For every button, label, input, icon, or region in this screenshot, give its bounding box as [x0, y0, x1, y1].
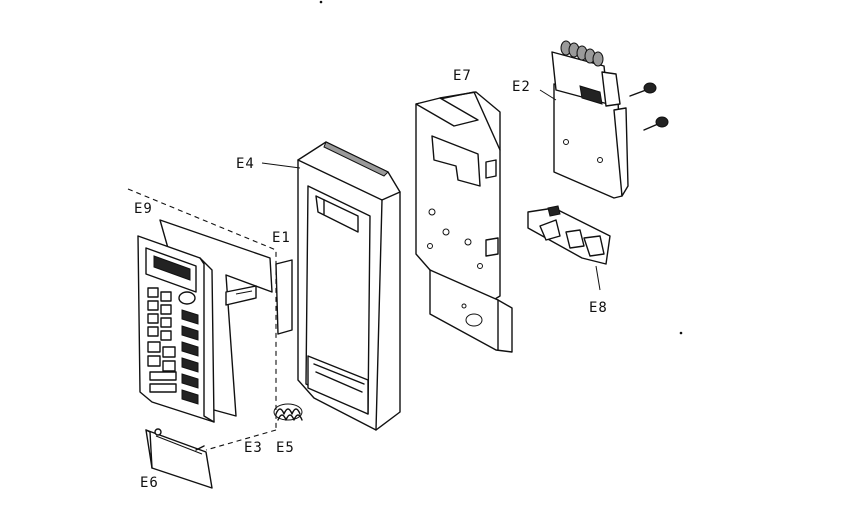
screw-upper [629, 82, 657, 97]
label-e7: E7 [453, 68, 472, 84]
stray-dot-top [319, 0, 323, 4]
label-e2: E2 [512, 79, 531, 95]
stray-dot-right [679, 331, 683, 335]
label-e1: E1 [272, 230, 291, 246]
control-panel-e9: E9 [127, 188, 277, 451]
plate-e1: E1 [272, 230, 293, 335]
spring-coils [560, 40, 604, 67]
function-keys [147, 309, 199, 405]
spring-e5: E3 E5 [244, 403, 303, 456]
switch-assembly-e2: E2 [512, 40, 669, 199]
label-e9: E9 [134, 201, 153, 217]
keypad-grid [147, 287, 172, 341]
label-e8: E8 [589, 300, 608, 316]
latch-e8: E8 [527, 205, 611, 316]
door-button-e6: E6 [140, 428, 213, 491]
label-e4: E4 [236, 156, 255, 172]
bracket-e7: E7 [415, 68, 513, 353]
label-e5: E5 [276, 440, 295, 456]
screw-lower [643, 116, 669, 131]
frame-e4: E4 [236, 141, 401, 431]
label-e3: E3 [244, 440, 263, 456]
label-e6: E6 [140, 475, 159, 491]
